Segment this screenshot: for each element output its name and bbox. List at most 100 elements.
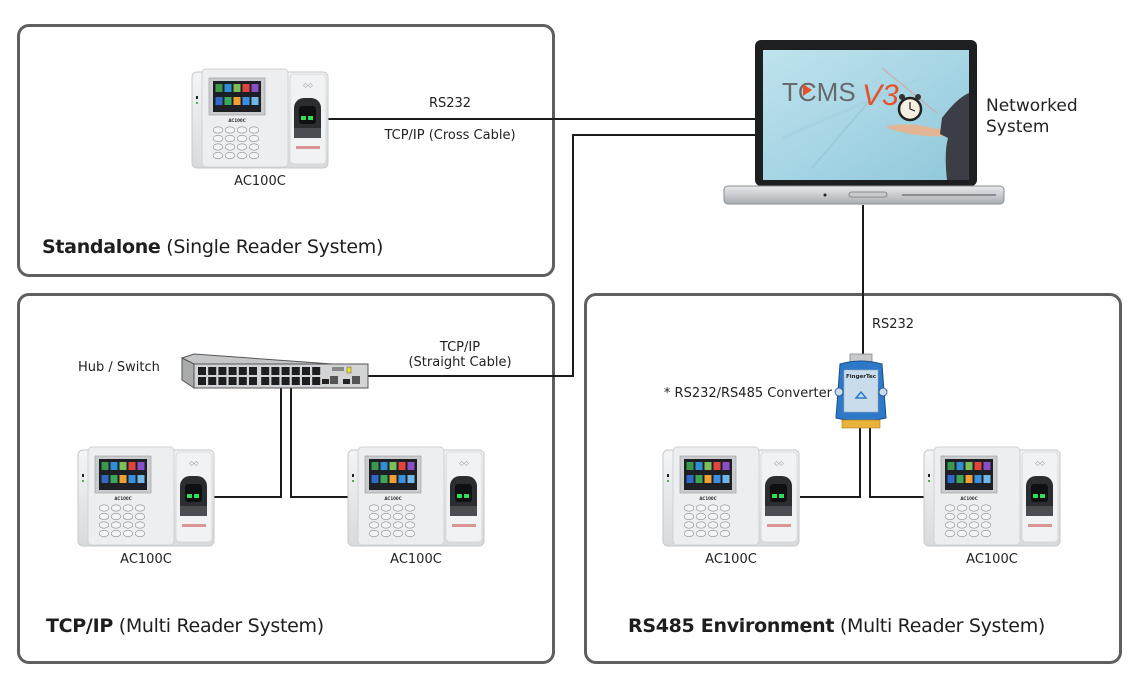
wire-switch-left-horizontal	[214, 496, 282, 498]
keypad-key	[248, 135, 260, 143]
label-networked-line2: System	[986, 117, 1050, 137]
keypad-key	[248, 143, 260, 151]
switch-port	[249, 377, 257, 385]
converter-brand: FingerTec	[846, 374, 876, 380]
keypad	[98, 504, 146, 538]
switch-port	[218, 377, 227, 385]
keypad-key	[368, 530, 380, 538]
keypad-key	[683, 521, 695, 529]
reader-model-label: AC100C	[390, 552, 442, 567]
standalone-title-rest: (Single Reader System)	[160, 236, 384, 258]
switch-port	[271, 377, 280, 385]
reader-model-label: AC100C	[234, 174, 286, 189]
rs232-rs485-converter: FingerTec	[834, 353, 888, 429]
reader-standalone: AC100C ◇◇ AC100C	[190, 66, 330, 189]
keypad-key	[380, 521, 392, 529]
keypad-key	[380, 530, 392, 538]
screen-app-icon	[251, 97, 259, 105]
keypad-key	[980, 513, 992, 521]
screen-app-icon	[137, 475, 145, 483]
keypad-key	[944, 504, 956, 512]
screen-app-icon	[407, 475, 415, 483]
switch-port	[281, 377, 290, 385]
screen-app-icon	[128, 462, 136, 470]
screen-app-icon	[407, 462, 415, 470]
play-icon	[803, 84, 812, 96]
label-tcpip-straight-line1: TCP/IP	[439, 340, 481, 355]
screen-app-icon	[965, 462, 973, 470]
keypad-key	[98, 513, 110, 521]
keypad-key	[380, 513, 392, 521]
keypad-key	[248, 152, 260, 160]
screen-app-icon	[965, 475, 973, 483]
hub-switch	[180, 353, 369, 389]
reader-tcpip-2: AC100C ◇◇ AC100C	[346, 444, 486, 567]
keypad-key	[224, 152, 236, 160]
keypad-key	[224, 135, 236, 143]
keypad-key	[122, 521, 134, 529]
label-tcpip-straight-line2: (Straight Cable)	[408, 355, 512, 370]
keypad-key	[683, 513, 695, 521]
switch-port	[312, 377, 321, 385]
wire-rs232-standalone	[320, 118, 756, 120]
keypad-key	[968, 521, 980, 529]
screen-app-icon	[371, 475, 379, 483]
screen-app-icon	[704, 462, 712, 470]
switch-port	[208, 377, 217, 385]
switch-port	[238, 377, 247, 385]
keypad-key	[956, 530, 968, 538]
keypad-key	[98, 530, 110, 538]
screen-icons	[686, 462, 730, 483]
screen-app-icon	[947, 475, 955, 483]
keypad-key	[956, 521, 968, 529]
keypad-key	[212, 126, 224, 134]
keypad-key	[380, 504, 392, 512]
screen-app-icon	[242, 97, 250, 105]
label-tcpip-straight: TCP/IP (Straight Cable)	[400, 340, 520, 370]
keypad-key	[248, 126, 260, 134]
svg-text:AC100C: AC100C	[384, 496, 401, 501]
keypad-key	[968, 504, 980, 512]
keypad-key	[944, 530, 956, 538]
screen-app-icon	[128, 475, 136, 483]
keypad-key	[212, 143, 224, 151]
keypad-key	[236, 135, 248, 143]
keypad-key	[212, 135, 224, 143]
screen-app-icon	[974, 475, 982, 483]
switch-ports	[198, 367, 321, 385]
switch-port	[249, 367, 257, 375]
switch-port	[291, 377, 300, 385]
switch-port	[228, 367, 237, 375]
switch-port	[208, 367, 217, 375]
screen-app-icon	[224, 97, 232, 105]
switch-port	[302, 377, 310, 385]
keypad-key	[224, 143, 236, 151]
keypad-key	[224, 126, 236, 134]
label-rs232-top: RS232	[428, 96, 472, 111]
tcpip-title: TCP/IP (Multi Reader System)	[46, 615, 324, 637]
laptop: TCMS V3	[723, 40, 1005, 205]
svg-text:◇◇: ◇◇	[459, 460, 469, 467]
reader-tcpip-1: AC100C ◇◇ AC100C	[76, 444, 216, 567]
keypad-key	[404, 504, 416, 512]
keypad	[368, 504, 416, 538]
screen-app-icon	[695, 462, 703, 470]
screen-app-icon	[224, 84, 232, 92]
standalone-title: Standalone (Single Reader System)	[42, 236, 383, 258]
keypad-key	[236, 152, 248, 160]
label-networked-line1: Networked	[986, 96, 1078, 116]
keypad-key	[122, 530, 134, 538]
svg-text:AC100C: AC100C	[114, 496, 131, 501]
label-tcpip-cross: TCP/IP (Cross Cable)	[384, 128, 516, 143]
screen-app-icon	[974, 462, 982, 470]
screen-icons	[215, 84, 259, 105]
switch-port	[261, 367, 270, 375]
keypad-key	[236, 143, 248, 151]
screen-app-icon	[695, 475, 703, 483]
screen-app-icon	[722, 462, 730, 470]
keypad	[944, 504, 992, 538]
ac100c-reader: AC100C ◇◇	[77, 446, 215, 547]
switch-port	[228, 377, 237, 385]
screen-app-icon	[101, 462, 109, 470]
keypad-key	[980, 521, 992, 529]
